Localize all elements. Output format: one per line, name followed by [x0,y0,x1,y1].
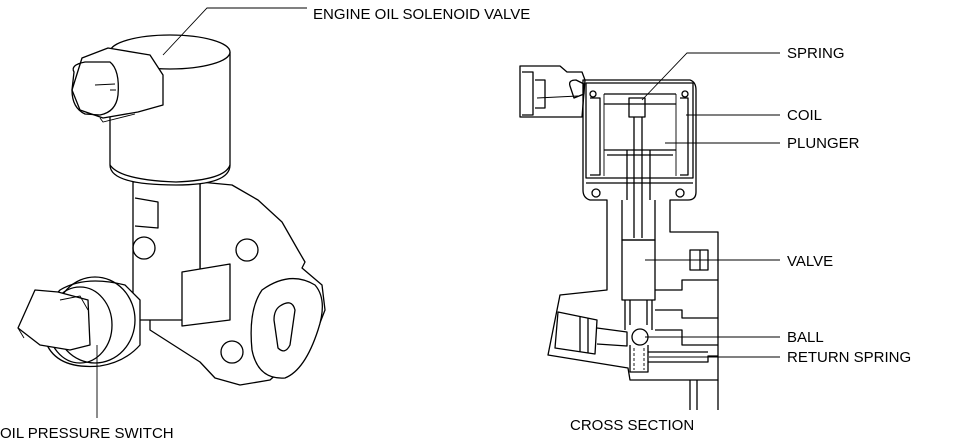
valve-label: VALVE [787,253,833,270]
engine-oil-solenoid-valve-leader [162,7,307,56]
engine-oil-solenoid-valve-label: ENGINE OIL SOLENOID VALVE [313,6,530,23]
oil-pressure-switch-label: OIL PRESSURE SWITCH [0,425,174,442]
external-view-illustration [17,34,326,386]
spring-label: SPRING [787,45,845,62]
ball-label: BALL [787,329,824,346]
return-spring-label: RETURN SPRING [787,349,911,366]
spring-leader [641,52,780,101]
coil-label: COIL [787,107,822,124]
cross-section-illustration [519,65,719,410]
cross-section-caption: CROSS SECTION [570,417,694,434]
plunger-label: PLUNGER [787,135,860,152]
